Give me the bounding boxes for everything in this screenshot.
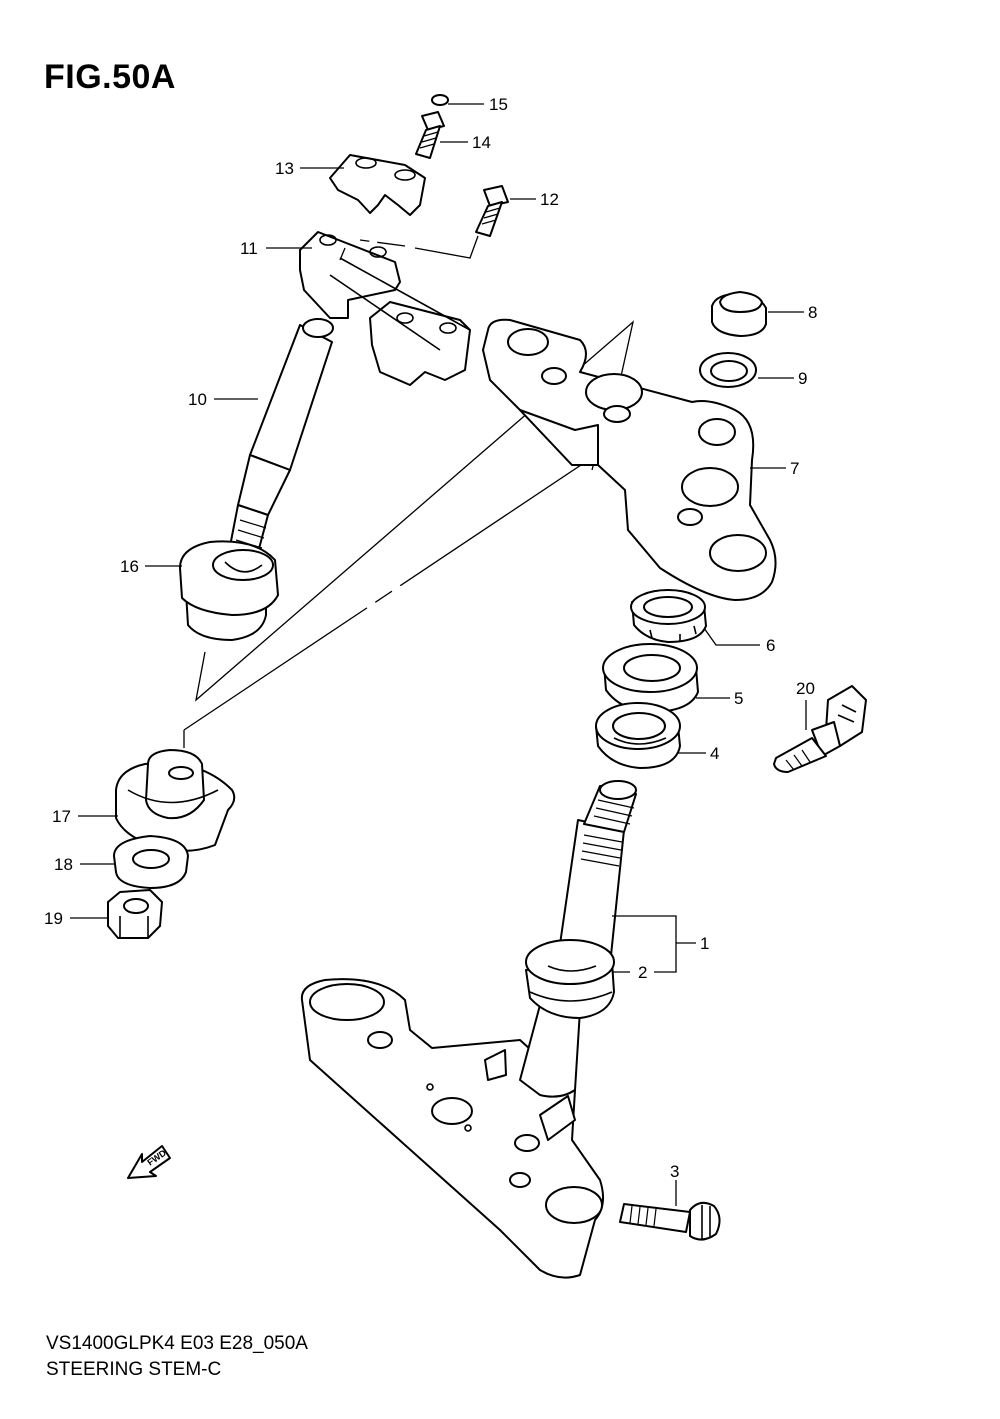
callout-18: 18 <box>54 855 73 874</box>
part-9-washer <box>699 352 757 388</box>
part-14-bolt <box>415 111 445 159</box>
callout-3: 3 <box>670 1162 679 1181</box>
leader-lines <box>70 103 807 1206</box>
part-7-upper-bracket <box>482 318 777 601</box>
callout-2: 2 <box>638 963 647 982</box>
callout-12: 12 <box>540 190 559 209</box>
part-2-stem-bearing <box>525 939 615 1019</box>
part-6-steering-nut <box>630 589 707 643</box>
callout-1: 1 <box>700 934 709 953</box>
fwd-arrow-icon: FWD <box>127 1145 171 1179</box>
part-8-cap <box>711 291 767 337</box>
callout-11: 11 <box>240 239 258 258</box>
part-13-clamp-cap <box>329 154 426 216</box>
callout-4: 4 <box>710 744 719 763</box>
part-15-cap <box>431 94 449 106</box>
part-20-switch <box>773 685 867 773</box>
part-12-bolt <box>475 185 509 237</box>
callout-8: 8 <box>808 303 817 322</box>
callout-16: 16 <box>120 557 139 576</box>
section-name: STEERING STEM-C <box>46 1359 222 1380</box>
part-19-nut <box>107 889 163 939</box>
part-17-rubber-mount <box>115 749 236 852</box>
part-16-rubber-bush <box>179 540 279 641</box>
part-10-shaft <box>225 318 334 576</box>
callout-numbers: 15 14 13 12 11 8 9 10 7 16 6 5 4 20 17 1… <box>44 95 817 1181</box>
part-4-bearing <box>595 702 681 769</box>
figure-title: FIG.50A <box>44 58 176 96</box>
part-11-handlebar-holder <box>299 231 471 386</box>
callout-6: 6 <box>766 636 775 655</box>
callout-20: 20 <box>796 679 815 698</box>
part-18-washer <box>113 835 189 889</box>
callout-15: 15 <box>489 95 508 114</box>
part-5-bearing <box>602 643 699 713</box>
part-3-bolt <box>619 1201 721 1241</box>
part-1-steering-stem <box>300 780 637 1279</box>
callout-10: 10 <box>188 390 207 409</box>
callout-5: 5 <box>734 689 743 708</box>
callout-7: 7 <box>790 459 799 478</box>
callout-19: 19 <box>44 909 63 928</box>
callout-9: 9 <box>798 369 807 388</box>
model-code: VS1400GLPK4 E03 E28_050A <box>46 1333 308 1354</box>
callout-14: 14 <box>472 133 491 152</box>
callout-17: 17 <box>52 807 71 826</box>
callout-13: 13 <box>275 159 294 178</box>
